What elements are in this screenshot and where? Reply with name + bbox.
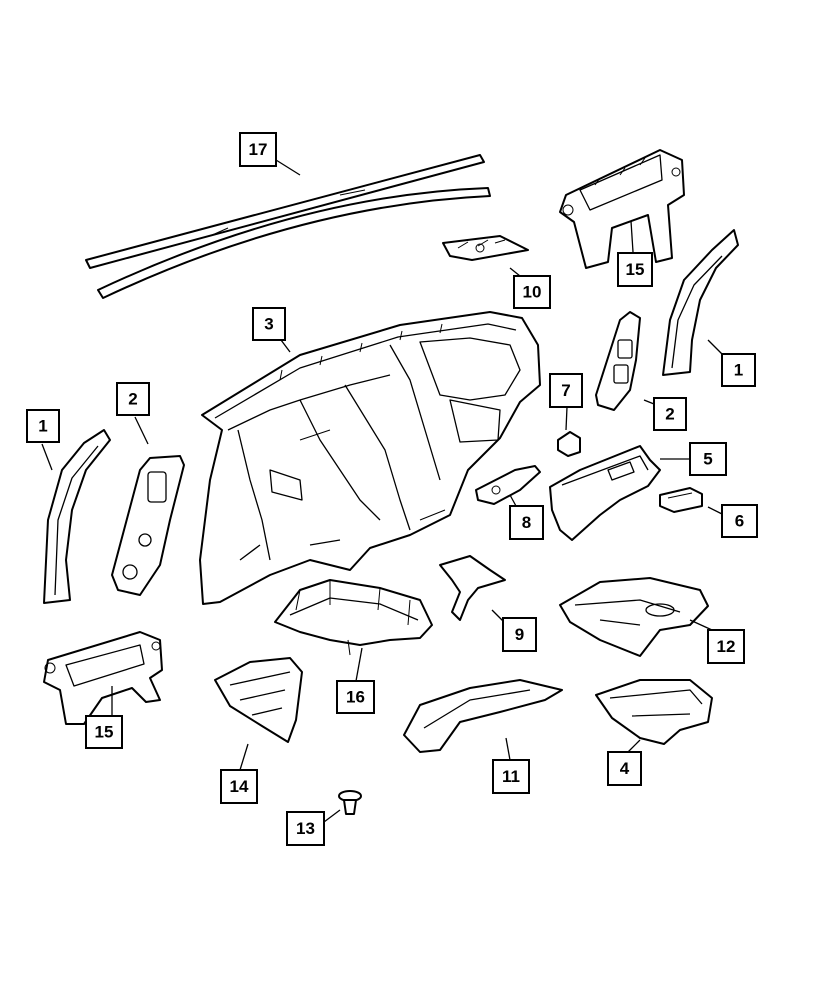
part-1-a-pillar-trim-right xyxy=(662,229,739,376)
callout-15-upper: 15 xyxy=(617,252,653,287)
part-2-bezel-left xyxy=(111,455,185,596)
callout-16-label: 16 xyxy=(346,688,365,707)
callout-5-label: 5 xyxy=(703,450,712,469)
callout-4-label: 4 xyxy=(620,759,630,778)
callout-11: 11 xyxy=(492,759,530,794)
callout-1-right: 1 xyxy=(721,353,756,387)
callout-17-label: 17 xyxy=(249,140,268,159)
part-15-defroster-duct-lower xyxy=(43,631,163,725)
callout-5: 5 xyxy=(689,442,727,476)
part-17-defroster-strip xyxy=(85,154,491,299)
callout-9-label: 9 xyxy=(515,625,524,644)
callout-12-label: 12 xyxy=(717,637,736,656)
callout-15-upper-label: 15 xyxy=(626,260,645,279)
callout-1-right-label: 1 xyxy=(734,361,743,380)
callout-8: 8 xyxy=(509,505,544,540)
callout-2-left-label: 2 xyxy=(128,390,137,409)
callout-17: 17 xyxy=(239,132,277,167)
part-16-cross-car-structure xyxy=(274,579,433,656)
callout-2-right-label: 2 xyxy=(665,405,674,424)
callout-15-lower-label: 15 xyxy=(95,723,114,742)
callout-11-label: 11 xyxy=(502,767,520,786)
callout-15-lower: 15 xyxy=(85,715,123,749)
callout-1-left: 1 xyxy=(26,409,60,443)
callout-16: 16 xyxy=(336,680,375,714)
callout-3-label: 3 xyxy=(264,315,273,334)
part-13-push-pin xyxy=(338,790,362,815)
callout-6-label: 6 xyxy=(735,512,744,531)
part-9-support-bracket xyxy=(439,555,506,621)
callout-7: 7 xyxy=(549,373,583,408)
callout-2-right: 2 xyxy=(653,397,687,431)
callout-9: 9 xyxy=(502,617,537,652)
part-2-bezel-right xyxy=(595,311,641,411)
part-11-floor-duct xyxy=(403,679,563,753)
callout-4: 4 xyxy=(607,751,642,786)
leader-lines xyxy=(41,159,723,823)
part-1-a-pillar-trim-left xyxy=(43,429,111,604)
callout-13: 13 xyxy=(286,811,325,846)
callout-1-left-label: 1 xyxy=(38,417,47,436)
part-10-bracket xyxy=(442,235,529,261)
callout-13-label: 13 xyxy=(296,819,315,838)
part-15-defroster-duct-upper xyxy=(559,149,685,269)
callout-8-label: 8 xyxy=(522,513,531,532)
callout-7-label: 7 xyxy=(561,381,570,400)
part-8-bracket xyxy=(475,465,541,505)
callout-14-label: 14 xyxy=(230,777,249,796)
part-5-glove-box xyxy=(549,445,661,541)
callout-10: 10 xyxy=(513,275,551,309)
callout-2-left: 2 xyxy=(116,382,150,416)
part-6-switch xyxy=(659,487,703,513)
callout-10-label: 10 xyxy=(523,283,542,302)
callout-6: 6 xyxy=(721,504,758,538)
callout-3: 3 xyxy=(252,307,286,341)
part-4-tray xyxy=(595,679,713,745)
part-14-duct xyxy=(214,657,303,743)
part-12-duct xyxy=(559,577,709,657)
callout-14: 14 xyxy=(220,769,258,804)
part-3-instrument-panel xyxy=(199,311,541,605)
part-7-clip xyxy=(557,431,581,457)
callout-12: 12 xyxy=(707,629,745,664)
